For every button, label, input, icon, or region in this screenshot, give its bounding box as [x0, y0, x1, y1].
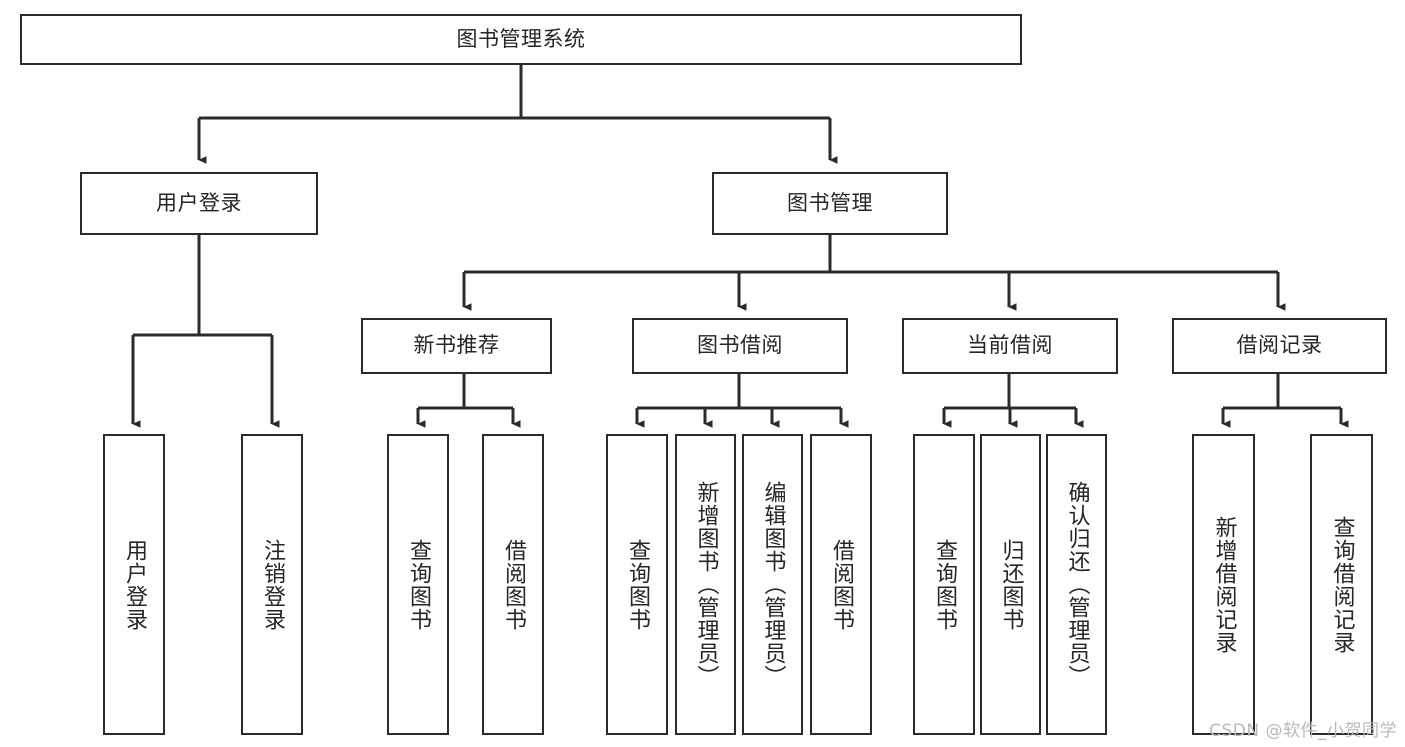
- node-new-book-recommend[interactable]: 新书推荐: [361, 318, 552, 374]
- node-current-borrow-label: 当前借阅: [967, 333, 1053, 358]
- leaf-current-borrow-3-label: 确认归还（管理员）: [1064, 481, 1090, 688]
- leaf-current-borrow-2[interactable]: 归还图书: [980, 434, 1041, 735]
- leaf-user-login-2-label: 注销登录: [259, 538, 285, 631]
- leaf-current-borrow-1-label: 查询图书: [931, 538, 957, 631]
- leaf-borrow-record-1-label: 新增借阅记录: [1211, 515, 1237, 654]
- node-book-borrow[interactable]: 图书借阅: [632, 318, 848, 374]
- watermark: CSDN @软件_小贺同学: [1209, 721, 1397, 741]
- leaf-user-login-1-label: 用户登录: [121, 538, 147, 631]
- node-book-management-label: 图书管理: [787, 190, 873, 215]
- node-user-login-label: 用户登录: [156, 190, 242, 215]
- leaf-book-borrow-1[interactable]: 查询图书: [606, 434, 668, 735]
- leaf-current-borrow-1[interactable]: 查询图书: [913, 434, 975, 735]
- leaf-new-book-1[interactable]: 查询图书: [387, 434, 449, 735]
- node-book-borrow-label: 图书借阅: [697, 333, 783, 358]
- node-new-book-recommend-label: 新书推荐: [413, 333, 500, 358]
- node-borrow-record[interactable]: 借阅记录: [1172, 318, 1387, 374]
- leaf-book-borrow-2[interactable]: 新增图书（管理员）: [675, 434, 736, 735]
- node-user-login[interactable]: 用户登录: [80, 172, 318, 235]
- leaf-current-borrow-2-label: 归还图书: [998, 538, 1024, 631]
- leaf-new-book-1-label: 查询图书: [405, 538, 431, 631]
- leaf-book-borrow-4-label: 借阅图书: [828, 538, 854, 631]
- leaf-user-login-1[interactable]: 用户登录: [103, 434, 165, 735]
- leaf-borrow-record-2[interactable]: 查询借阅记录: [1310, 434, 1373, 735]
- leaf-new-book-2[interactable]: 借阅图书: [482, 434, 544, 735]
- node-root-label: 图书管理系统: [456, 26, 586, 51]
- leaf-book-borrow-3[interactable]: 编辑图书（管理员）: [742, 434, 803, 735]
- leaf-book-borrow-4[interactable]: 借阅图书: [810, 434, 872, 735]
- leaf-book-borrow-3-label: 编辑图书（管理员）: [760, 481, 786, 688]
- leaf-borrow-record-2-label: 查询借阅记录: [1329, 515, 1355, 654]
- node-borrow-record-label: 借阅记录: [1236, 333, 1323, 358]
- node-root[interactable]: 图书管理系统: [20, 14, 1022, 65]
- leaf-new-book-2-label: 借阅图书: [500, 538, 526, 631]
- node-book-management[interactable]: 图书管理: [712, 172, 948, 235]
- leaf-book-borrow-1-label: 查询图书: [624, 538, 650, 631]
- node-current-borrow[interactable]: 当前借阅: [902, 318, 1118, 374]
- leaf-user-login-2[interactable]: 注销登录: [241, 434, 303, 735]
- leaf-borrow-record-1[interactable]: 新增借阅记录: [1192, 434, 1255, 735]
- leaf-current-borrow-3[interactable]: 确认归还（管理员）: [1046, 434, 1107, 735]
- leaf-book-borrow-2-label: 新增图书（管理员）: [693, 481, 719, 688]
